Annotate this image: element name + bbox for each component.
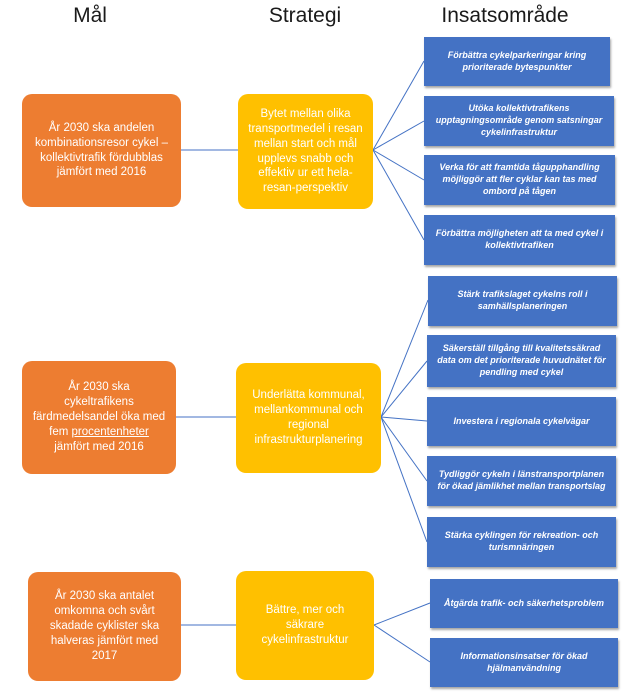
strategy-box-3: Bättre, mer och säkrare cykelinfrastrukt… xyxy=(236,571,374,680)
area-box-1-3: Verka för att framtida tågupphandling mö… xyxy=(424,155,615,205)
strategy1-area-link-2 xyxy=(372,120,425,151)
goal-box-1: År 2030 ska andelen kombinationsresor cy… xyxy=(22,94,181,207)
strategy2-area-link-5 xyxy=(380,416,428,543)
area-box-2-2: Säkerställ tillgång till kvalitetssäkrad… xyxy=(427,335,616,387)
area-box-2-4: Tydliggör cykeln i länstransportplanen f… xyxy=(427,456,616,506)
header-area: Insatsområde xyxy=(441,4,569,27)
strategy2-area-link-2 xyxy=(380,360,428,418)
header-strategy: Strategi xyxy=(268,4,342,27)
header-goal: Mål xyxy=(73,4,107,27)
area-box-2-3: Investera i regionala cykelvägar xyxy=(427,397,616,446)
area-box-2-5: Stärka cyklingen för rekreation- och tur… xyxy=(427,517,616,567)
area-box-2-1: Stärk trafikslaget cykelns roll i samhäl… xyxy=(428,276,617,326)
area-box-3-2: Informationsinsatser för ökad hjälmanvän… xyxy=(430,638,618,687)
goal-box-3: År 2030 ska antalet omkomna och svårt sk… xyxy=(28,572,181,681)
area-box-1-1: Förbättra cykelparkeringar kring priorit… xyxy=(424,37,610,86)
strategy3-area-link-2 xyxy=(373,624,431,663)
strategy2-area-link-3 xyxy=(380,416,428,422)
strategy-box-2: Underlätta kommunal, mellankommunal och … xyxy=(236,363,381,473)
strategy1-area-link-1 xyxy=(372,60,425,151)
strategy1-area-link-4 xyxy=(372,149,425,241)
strategy3-area-link-1 xyxy=(373,602,431,626)
strategy2-area-link-1 xyxy=(380,299,429,418)
strategy2-area-link-4 xyxy=(380,416,428,482)
strategy1-area-link-3 xyxy=(372,149,425,181)
goal-text-2: År 2030 ska cykeltrafikens färdmedelsand… xyxy=(32,381,166,453)
area-box-3-1: Åtgärda trafik- och säkerhetsproblem xyxy=(430,579,618,628)
goal-box-2: År 2030 ska cykeltrafikens färdmedelsand… xyxy=(22,361,176,474)
strategy-box-1: Bytet mellan olika transportmedel i resa… xyxy=(238,94,373,209)
area-box-1-2: Utöka kollektivtrafikens upptagningsområ… xyxy=(424,96,614,146)
area-box-1-4: Förbättra möjligheten att ta med cykel i… xyxy=(424,215,615,265)
